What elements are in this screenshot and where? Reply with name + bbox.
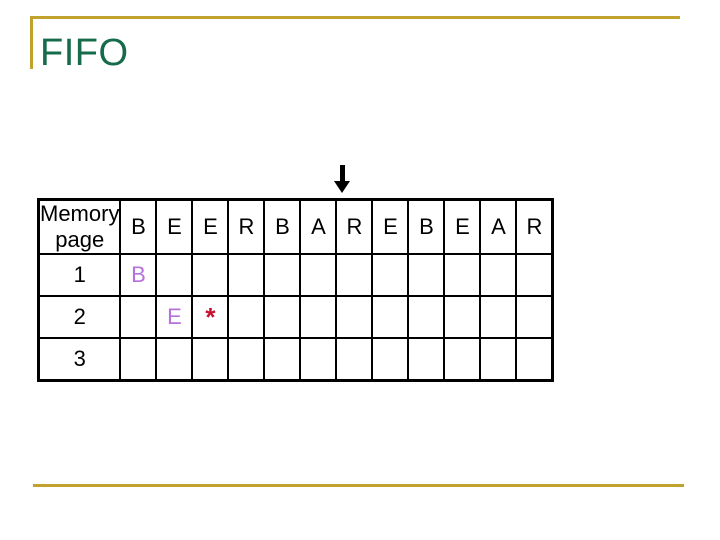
frame-cell xyxy=(191,337,230,382)
frame-cell xyxy=(443,295,482,339)
frame-cell xyxy=(443,337,482,382)
reference-cell: E xyxy=(443,198,482,255)
reference-cell: B xyxy=(119,198,158,255)
frame-cell xyxy=(371,295,410,339)
frame-cell xyxy=(371,253,410,297)
frame-cell xyxy=(443,253,482,297)
reference-cell: A xyxy=(299,198,338,255)
frame-cell xyxy=(335,253,374,297)
frame-number: 3 xyxy=(37,337,122,382)
frame-cell xyxy=(335,295,374,339)
frame-cell xyxy=(371,337,410,382)
reference-cell: B xyxy=(263,198,302,255)
frame-cell xyxy=(263,295,302,339)
frame-cell: E xyxy=(155,295,194,339)
reference-cell: R xyxy=(227,198,266,255)
frame-cell xyxy=(263,253,302,297)
frame-cell xyxy=(191,253,230,297)
reference-cell: A xyxy=(479,198,518,255)
reference-cell: E xyxy=(191,198,230,255)
bottom-rule xyxy=(33,484,684,487)
frame-cell xyxy=(299,337,338,382)
reference-cell: R xyxy=(335,198,374,255)
reference-cell: E xyxy=(155,198,194,255)
frame-cell xyxy=(479,295,518,339)
slide-title: FIFO xyxy=(40,32,129,74)
frame-row-1: 1 B xyxy=(37,253,554,297)
frame-cell xyxy=(479,337,518,382)
memory-page-header: Memory page xyxy=(37,198,122,255)
frame-cell xyxy=(407,337,446,382)
frame-cell xyxy=(119,337,158,382)
reference-cell: E xyxy=(371,198,410,255)
frame-cell xyxy=(263,337,302,382)
down-arrow-icon-head xyxy=(334,181,350,193)
frame-cell xyxy=(155,253,194,297)
fifo-table: Memory page B E E R B A R E B E A R 1 B xyxy=(37,198,555,382)
frame-cell xyxy=(407,295,446,339)
frame-cell xyxy=(119,295,158,339)
frame-cell xyxy=(227,295,266,339)
frame-cell xyxy=(479,253,518,297)
frame-cell xyxy=(335,337,374,382)
frame-cell xyxy=(515,253,554,297)
hit-star-cell: * xyxy=(191,295,230,339)
frame-cell xyxy=(515,295,554,339)
frame-row-2: 2 E * xyxy=(37,295,554,339)
reference-cell: B xyxy=(407,198,446,255)
frame-cell xyxy=(227,253,266,297)
title-corner-rule xyxy=(30,16,33,69)
frame-cell xyxy=(407,253,446,297)
frame-cell xyxy=(155,337,194,382)
frame-number: 2 xyxy=(37,295,122,339)
down-arrow-icon xyxy=(340,165,345,182)
reference-cell: R xyxy=(515,198,554,255)
reference-row: Memory page B E E R B A R E B E A R xyxy=(37,198,554,255)
frame-row-3: 3 xyxy=(37,337,554,382)
frame-cell xyxy=(299,295,338,339)
frame-cell: B xyxy=(119,253,158,297)
frame-cell xyxy=(299,253,338,297)
frame-number: 1 xyxy=(37,253,122,297)
top-rule xyxy=(30,16,680,19)
frame-cell xyxy=(227,337,266,382)
frame-cell xyxy=(515,337,554,382)
